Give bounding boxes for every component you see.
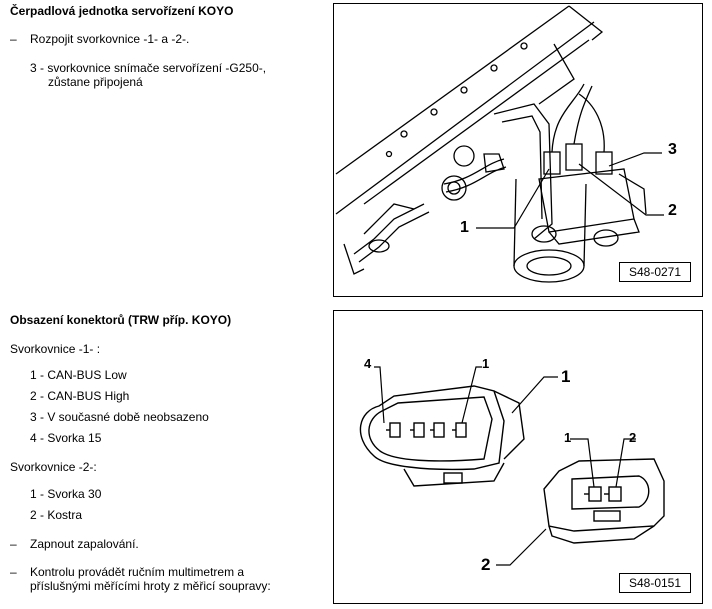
callout-connector-1-label: 1 [561, 367, 571, 386]
step3-line1: Kontrolu provádět ručním multimetrem a [30, 565, 245, 579]
section2-title: Obsazení konektorů (TRW příp. KOYO) [10, 313, 232, 327]
figure1-code: S48-0271 [619, 262, 691, 282]
callout-connector-2: 2 [668, 202, 677, 219]
terminal1-label: Svorkovnice -1- : [10, 342, 101, 356]
step1-text: Rozpojit svorkovnice -1- a -2-. [30, 32, 190, 46]
callout-conn2-pin1: 1 [564, 430, 572, 445]
step3-line2: příslušnými měřícími hroty z měřicí soup… [30, 579, 271, 593]
figure-connector-pinout: 4 1 1 1 2 2 S48-0151 [333, 310, 703, 604]
callout-conn1-pin1: 1 [482, 356, 490, 371]
connector-pinout-drawing [359, 366, 665, 566]
terminal2-item: 2 - Kostra [30, 508, 83, 522]
callout-connector-3: 3 [668, 141, 677, 158]
callout-connector-2-label: 2 [481, 555, 491, 574]
step2-text: Zapnout zapalování. [30, 537, 139, 551]
callout-conn2-pin2: 2 [629, 430, 637, 445]
terminal2-item: 1 - Svorka 30 [30, 487, 102, 501]
step3-dash: – [10, 565, 17, 579]
figure-pump-unit: 1 2 3 S48-0271 [333, 3, 703, 297]
step1-dash: – [10, 32, 17, 46]
terminal1-item: 2 - CAN-BUS High [30, 389, 130, 403]
section1-title: Čerpadlová jednotka servořízení KOYO [10, 4, 234, 18]
terminal1-item: 1 - CAN-BUS Low [30, 368, 127, 382]
terminal1-item: 4 - Svorka 15 [30, 431, 102, 445]
pump-unit-drawing [335, 5, 664, 283]
step2-dash: – [10, 537, 17, 551]
callout-connector-1: 1 [460, 219, 469, 236]
figure2-code: S48-0151 [619, 573, 691, 593]
callout-conn1-pin4: 4 [364, 356, 372, 371]
note1-line1: 3 - svorkovnice snímače servořízení -G25… [30, 61, 267, 75]
note1-line2: zůstane připojená [48, 75, 143, 89]
terminal1-item: 3 - V současné době neobsazeno [30, 410, 209, 424]
terminal2-label: Svorkovnice -2-: [10, 460, 97, 474]
